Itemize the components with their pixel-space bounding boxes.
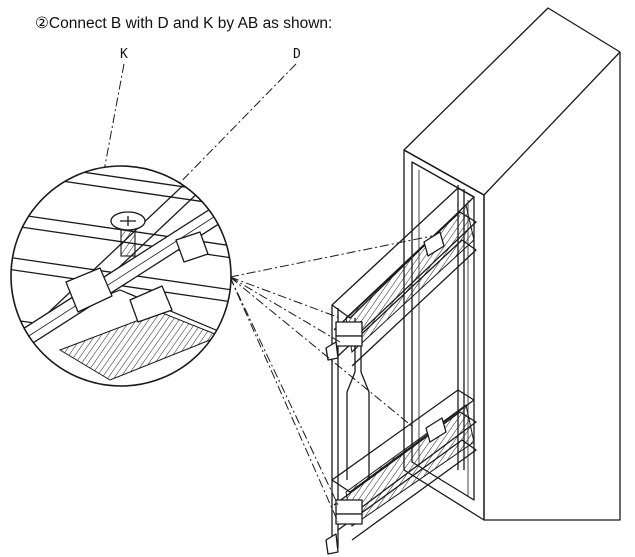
lower-basket: [325, 389, 477, 555]
callout-label-k: K: [120, 47, 128, 62]
cabinet: [403, 7, 621, 521]
leader-lines: [229, 235, 433, 523]
instruction-text: ②Connect B with D and K by AB as shown:: [35, 15, 333, 32]
detail-magnifier: [10, 165, 232, 387]
callout-label-d: D: [293, 47, 301, 62]
upper-basket: [325, 187, 477, 367]
phillips-screw-icon: [110, 211, 146, 231]
